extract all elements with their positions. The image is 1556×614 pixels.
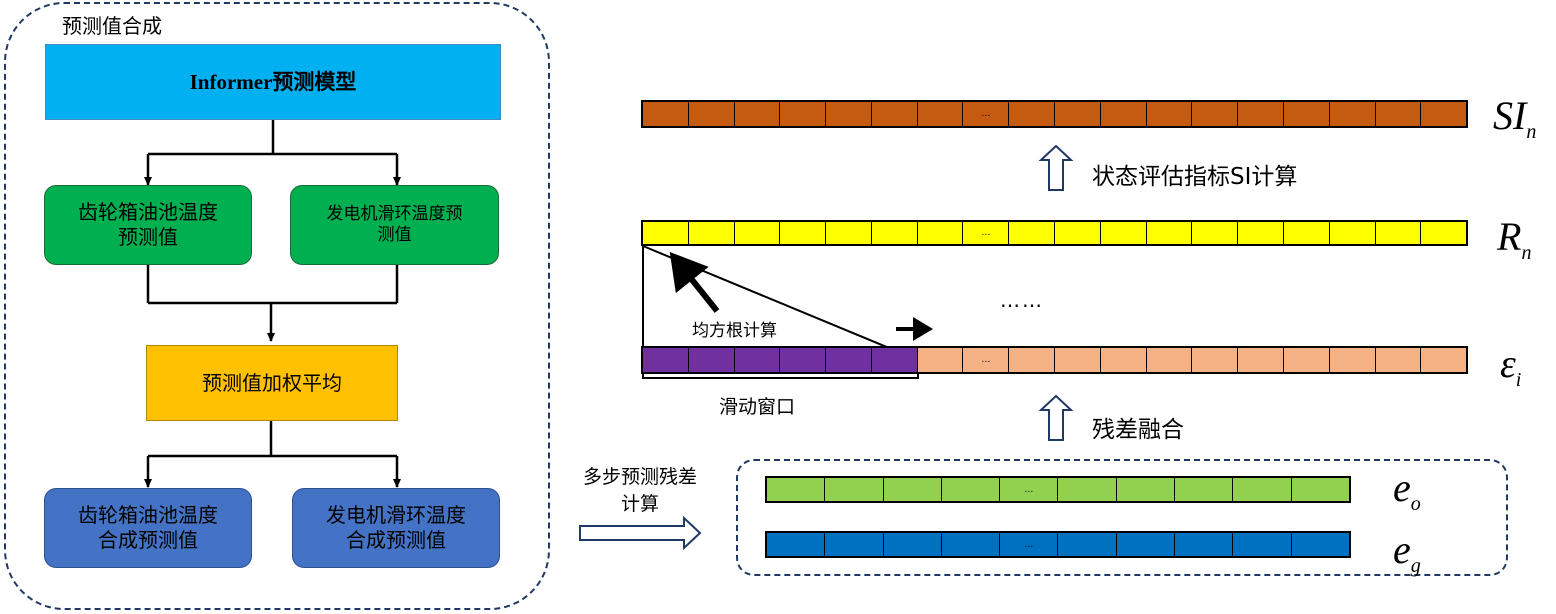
connector-preds-to-avg — [146, 265, 399, 342]
label-si-n: SIn — [1493, 93, 1537, 143]
syn-generator-box: 发电机滑环温度 合成预测值 — [292, 488, 500, 568]
left-panel-region — [4, 2, 550, 610]
eg-ellipsis-cell: … — [1000, 533, 1059, 556]
syn-gearbox-box: 齿轮箱油池温度 合成预测值 — [44, 488, 252, 568]
weighted-average-box: 预测值加权平均 — [146, 345, 398, 421]
label-e-o: eo — [1393, 465, 1421, 515]
pred-gearbox-label: 齿轮箱油池温度 预测值 — [78, 200, 218, 249]
pred-generator-label: 发电机滑环温度预 测值 — [326, 203, 463, 245]
informer-model-box: Informer预测模型 — [45, 44, 501, 120]
eo-ellipsis-cell: … — [1000, 478, 1059, 501]
strip-eg: … — [765, 531, 1351, 558]
rms-label: 均方根计算 — [692, 321, 777, 341]
residual-calc-label: 多步预测残差 计算 — [582, 466, 697, 515]
r-ellipsis-cell: … — [963, 222, 1010, 244]
rms-diagonal-arrow — [669, 251, 720, 313]
strip-r: … — [641, 220, 1468, 246]
hollow-arrow-fusion — [1038, 394, 1074, 441]
informer-model-label: Informer预测模型 — [189, 69, 357, 94]
hollow-arrow-si — [1038, 144, 1074, 191]
connector-model-to-preds — [144, 120, 401, 186]
label-r-n: Rn — [1497, 214, 1532, 264]
weighted-average-label: 预测值加权平均 — [202, 370, 342, 395]
pred-generator-box: 发电机滑环温度预 测值 — [290, 185, 499, 265]
fusion-label: 残差融合 — [1092, 417, 1184, 443]
syn-gearbox-label: 齿轮箱油池温度 合成预测值 — [78, 503, 218, 552]
middle-ellipsis: …… — [1000, 288, 1044, 312]
left-panel-title: 预测值合成 — [62, 14, 162, 38]
label-eps-i: εi — [1500, 341, 1522, 391]
sliding-window-bracket — [642, 372, 919, 379]
label-e-g: eg — [1393, 527, 1421, 577]
hollow-arrow-residual-calc — [579, 515, 702, 551]
si-calc-text: 状态评估指标SI计算 — [1092, 164, 1298, 190]
sliding-window-label: 滑动窗口 — [719, 396, 796, 418]
eps-ellipsis-cell: … — [963, 348, 1010, 372]
strip-eps: … — [641, 346, 1468, 374]
si-calc-label: 状态评估指标SI计算 — [1092, 157, 1297, 191]
sliding-window-triangle — [642, 245, 919, 361]
syn-generator-label: 发电机滑环温度 合成预测值 — [326, 503, 466, 552]
si-ellipsis-cell: … — [963, 102, 1010, 126]
strip-eo: … — [765, 476, 1351, 503]
residual-region — [736, 459, 1508, 576]
strip-si: … — [641, 100, 1468, 128]
connector-avg-to-syn — [144, 421, 401, 488]
pred-gearbox-box: 齿轮箱油池温度 预测值 — [44, 185, 252, 265]
